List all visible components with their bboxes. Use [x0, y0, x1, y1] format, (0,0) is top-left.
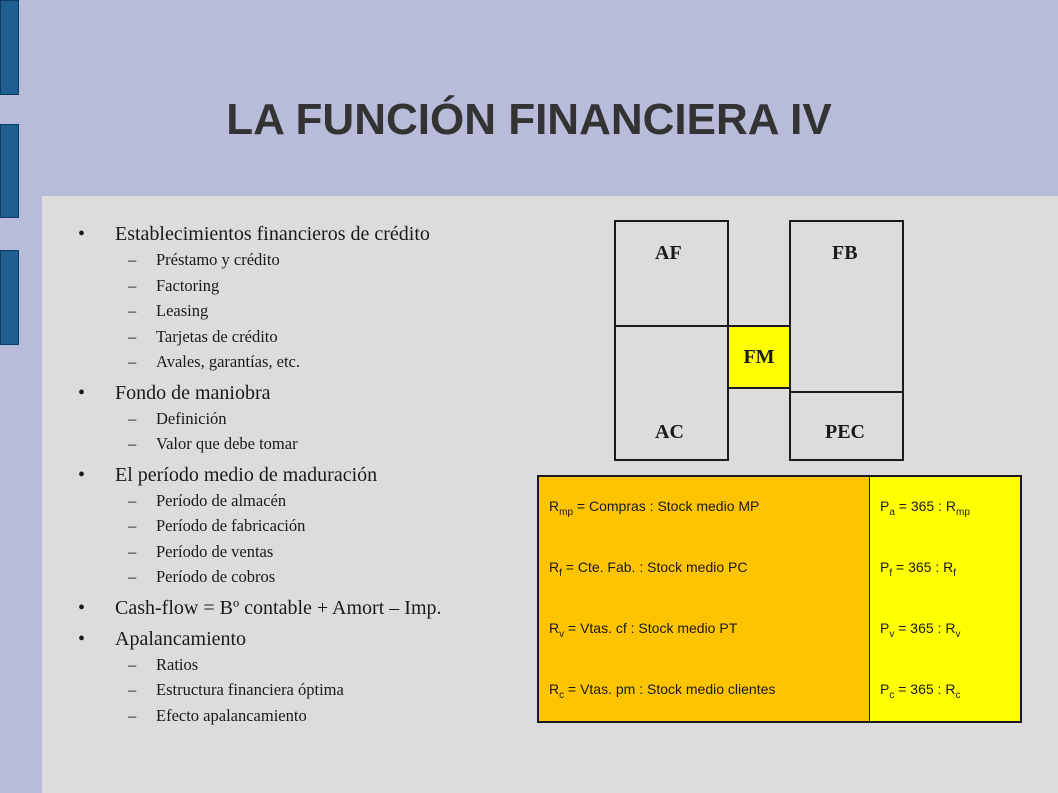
sub-bullet-item: –Tarjetas de crédito: [78, 324, 518, 350]
sub-bullet-item: –Efecto apalancamiento: [78, 703, 518, 729]
bullet-mark: •: [78, 596, 86, 619]
pec-box: [789, 391, 904, 461]
sub-bullet-text: Préstamo y crédito: [156, 250, 280, 269]
sub-bullet-mark: –: [128, 490, 137, 510]
fm-label: FM: [743, 345, 775, 368]
fb-label: FB: [832, 242, 858, 264]
sub-bullet-item: –Ratios: [78, 652, 518, 678]
ratio-formula-cell: Rmp = Compras : Stock medio MP: [538, 476, 870, 538]
sub-bullet-text: Leasing: [156, 301, 209, 320]
deco-bar-1: [0, 0, 19, 95]
ratio-formula-cell: Rf = Cte. Fab. : Stock medio PC: [538, 538, 870, 599]
sub-bullet-item: –Préstamo y crédito: [78, 247, 518, 273]
bullet-text: Fondo de maniobra: [115, 381, 271, 404]
bullet-mark: •: [78, 627, 86, 650]
sub-bullet-mark: –: [128, 250, 137, 269]
pec-label: PEC: [825, 421, 865, 443]
sub-bullet-item: –Período de almacén: [78, 488, 518, 514]
sub-bullet-mark: –: [128, 654, 137, 674]
bullet-mark: •: [78, 223, 86, 245]
bullet-text: Apalancamiento: [115, 627, 247, 650]
deco-bar-2: [0, 124, 19, 218]
bullet-mark: •: [78, 381, 86, 404]
period-formula-cell: Pa = 365 : Rmp: [869, 476, 1022, 538]
af-box: [614, 220, 729, 327]
sub-bullet-item: –Período de fabricación: [78, 513, 518, 539]
fm-box: FM: [727, 325, 791, 389]
sub-bullet-text: Período de ventas: [156, 541, 274, 561]
sub-bullet-text: Definición: [156, 408, 227, 428]
sub-bullet-text: Ratios: [156, 654, 199, 674]
sub-bullet-mark: –: [128, 326, 137, 346]
bullet-item: • El período medio de maduración: [78, 463, 518, 488]
sub-bullet-mark: –: [128, 408, 137, 428]
period-formula-cell: Pv = 365 : Rv: [869, 599, 1022, 660]
ac-box: [614, 325, 729, 461]
bullet-text: Establecimientos financieros de crédito: [115, 223, 430, 245]
bullet-item: • Establecimientos financieros de crédito: [78, 222, 518, 247]
bullet-list: • Establecimientos financieros de crédito…: [78, 216, 518, 728]
sub-bullet-text: Valor que debe tomar: [156, 434, 298, 453]
bullet-text: El período medio de maduración: [115, 463, 378, 486]
sub-bullet-text: Estructura financiera óptima: [156, 680, 344, 699]
sub-bullet-item: –Factoring: [78, 273, 518, 299]
sub-bullet-text: Avales, garantías, etc.: [156, 352, 301, 371]
sub-bullet-text: Período de fabricación: [156, 516, 306, 535]
sub-bullet-text: Factoring: [156, 275, 220, 295]
ratio-formula-cell: Rv = Vtas. cf : Stock medio PT: [538, 599, 870, 660]
bullet-text: Cash-flow = Bº contable + Amort – Imp.: [115, 596, 442, 619]
sub-bullet-mark: –: [128, 275, 137, 295]
period-formula-cell: Pc = 365 : Rc: [869, 660, 1022, 722]
period-formula-cell: Pf = 365 : Rf: [869, 538, 1022, 599]
sub-bullet-mark: –: [128, 705, 137, 725]
sub-bullet-item: –Estructura financiera óptima: [78, 677, 518, 703]
ac-label: AC: [655, 421, 684, 443]
bullet-mark: •: [78, 463, 86, 486]
sub-bullet-text: Tarjetas de crédito: [156, 326, 278, 346]
af-label: AF: [655, 242, 682, 264]
bullet-item: • Cash-flow = Bº contable + Amort – Imp.: [78, 596, 518, 621]
sub-bullet-item: –Avales, garantías, etc.: [78, 349, 518, 375]
sub-bullet-mark: –: [128, 541, 137, 561]
sub-bullet-item: –Período de cobros: [78, 564, 518, 590]
sub-bullet-mark: –: [128, 680, 137, 699]
sub-bullet-item: –Definición: [78, 406, 518, 432]
bullet-item: • Fondo de maniobra: [78, 381, 518, 406]
sub-bullet-mark: –: [128, 516, 137, 535]
ratio-formula-cell: Rc = Vtas. pm : Stock medio clientes: [538, 660, 870, 722]
slide-header: [0, 0, 1058, 196]
sub-bullet-item: –Valor que debe tomar: [78, 431, 518, 457]
sub-bullet-mark: –: [128, 434, 137, 453]
slide-title: LA FUNCIÓN FINANCIERA IV: [226, 95, 832, 144]
sub-bullet-text: Período de almacén: [156, 490, 287, 510]
bullet-item: • Apalancamiento: [78, 627, 518, 652]
sub-bullet-mark: –: [128, 567, 137, 586]
sub-bullet-text: Período de cobros: [156, 567, 276, 586]
sub-bullet-mark: –: [128, 352, 137, 371]
sub-bullet-item: –Período de ventas: [78, 539, 518, 565]
sub-bullet-text: Efecto apalancamiento: [156, 705, 307, 725]
sub-bullet-mark: –: [128, 301, 137, 320]
sub-bullet-item: –Leasing: [78, 298, 518, 324]
deco-bar-3: [0, 250, 19, 345]
